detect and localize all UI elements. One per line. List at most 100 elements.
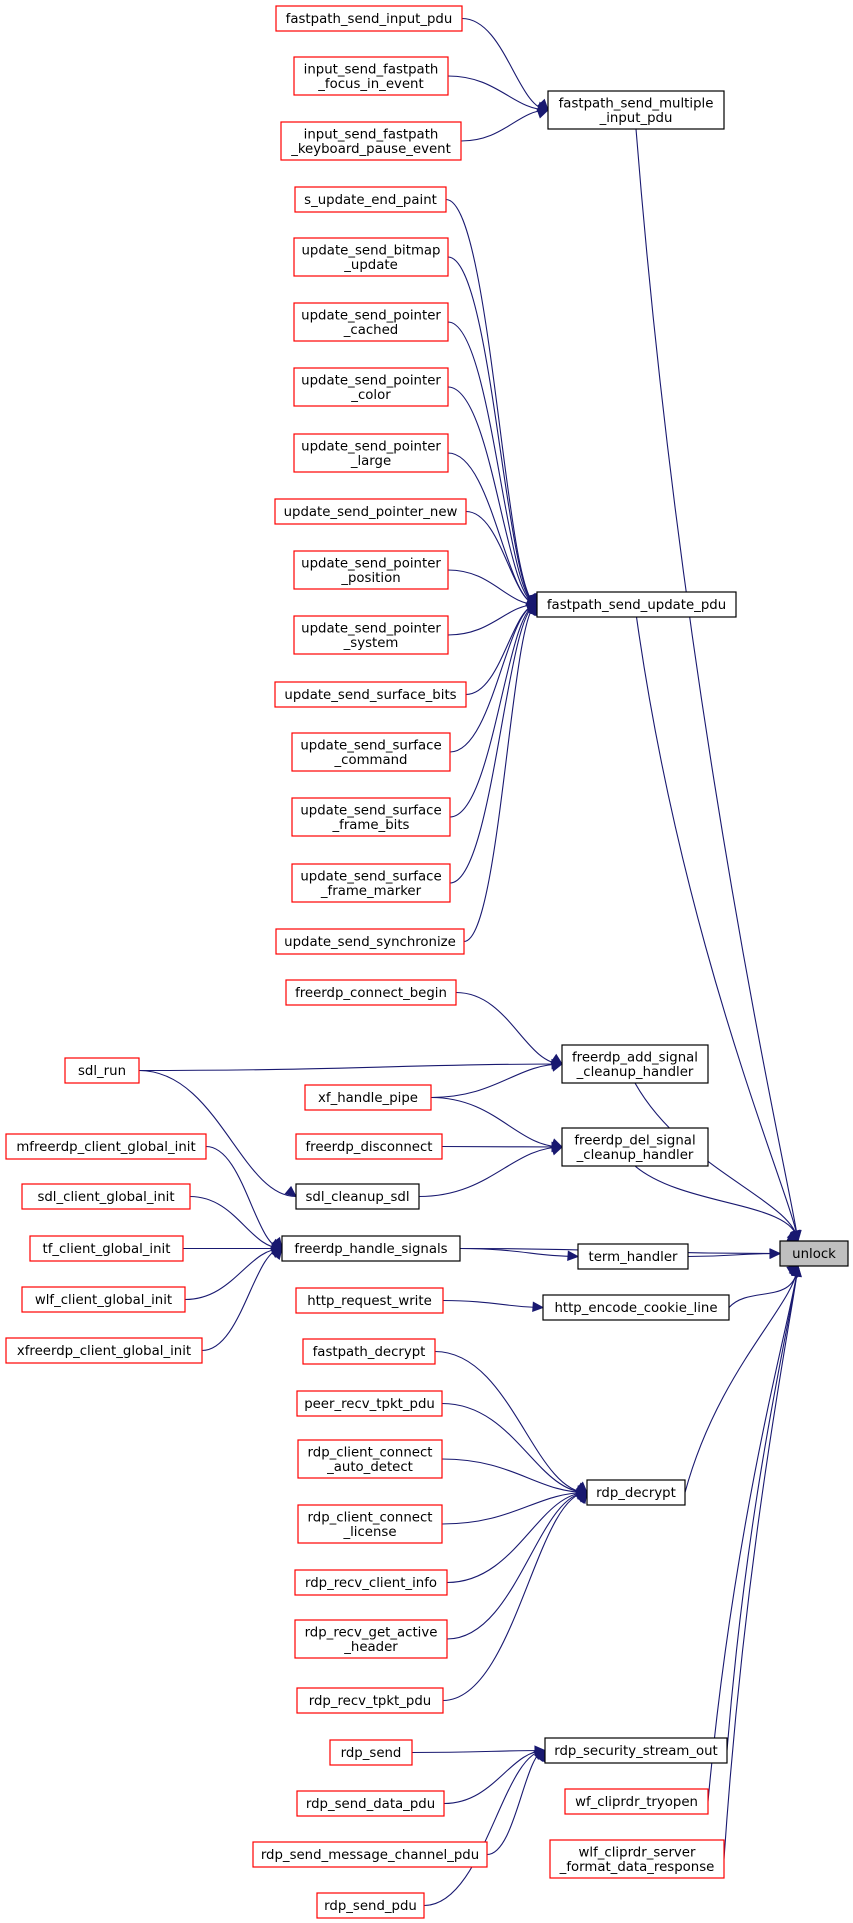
node-label: rdp_decrypt	[596, 1486, 676, 1501]
edge-line	[446, 1491, 588, 1640]
node-xf-handle-pipe[interactable]: xf_handle_pipe	[304, 1084, 432, 1111]
node-sdl-run[interactable]: sdl_run	[64, 1057, 140, 1084]
edge-line	[726, 1265, 799, 1751]
node-freerdp-del-signal-cleanup-handler[interactable]: freerdp_del_signal_cleanup_handler	[561, 1127, 709, 1167]
node-rdp-recv-get-active-header[interactable]: rdp_recv_get_active_header	[294, 1619, 448, 1659]
arrowhead	[271, 1247, 283, 1261]
node-rdp-send-pdu[interactable]: rdp_send_pdu	[316, 1892, 425, 1919]
edge-line	[184, 1247, 283, 1301]
node-freerdp-add-signal-cleanup-handler[interactable]: freerdp_add_signal_cleanup_handler	[561, 1044, 709, 1084]
node-s-update-end-paint[interactable]: s_update_end_paint	[294, 186, 447, 213]
node-label: update_send_bitmap	[301, 243, 440, 258]
node-term-handler[interactable]: term_handler	[577, 1243, 689, 1270]
edge-term_handler-to-unlock	[687, 1248, 782, 1260]
node-input-send-fastpath-keyboard-pause-event[interactable]: input_send_fastpath_keyboard_pause_event	[280, 121, 462, 161]
node-fastpath-send-multiple-input-pdu[interactable]: fastpath_send_multiple_input_pdu	[547, 90, 725, 130]
node-rdp-send-message-channel-pdu[interactable]: rdp_send_message_channel_pdu	[252, 1841, 488, 1868]
node-box	[316, 1892, 425, 1919]
node-box	[561, 1044, 709, 1084]
edge-rdp_recv_get_active_header-to-rdp_decrypt	[446, 1491, 588, 1640]
edge-line	[449, 603, 538, 884]
edge-sdl_run-to-freerdp_add_signal_cleanup_handler	[138, 1058, 564, 1072]
node-label: input_send_fastpath	[304, 127, 439, 142]
node-label: sdl_cleanup_sdl	[305, 1190, 409, 1205]
node-label: update_send_surface	[300, 869, 441, 884]
node-xfreerdp-client-global-init[interactable]: xfreerdp_client_global_init	[5, 1337, 203, 1364]
node-peer-recv-tpkt-pdu[interactable]: peer_recv_tpkt_pdu	[296, 1390, 443, 1417]
edge-wf_cliprdr_tryopen-to-unlock	[707, 1264, 802, 1802]
node-update-send-surface-command[interactable]: update_send_surface_command	[291, 732, 451, 772]
node-update-send-pointer-new[interactable]: update_send_pointer_new	[274, 498, 467, 525]
edge-line	[447, 386, 538, 606]
node-input-send-fastpath-focus-in-event[interactable]: input_send_fastpath_focus_in_event	[293, 56, 449, 96]
edge-line	[634, 1165, 799, 1242]
node-rdp-client-connect-license[interactable]: rdp_client_connect_license	[297, 1504, 443, 1544]
node-mfreerdp-client-global-init[interactable]: mfreerdp_client_global_init	[5, 1133, 207, 1160]
node-rdp-decrypt[interactable]: rdp_decrypt	[586, 1479, 686, 1506]
node-label: update_send_pointer	[301, 556, 441, 571]
node-fastpath-decrypt[interactable]: fastpath_decrypt	[302, 1338, 436, 1365]
edge-http_request_write-to-http_encode_cookie_line	[442, 1299, 545, 1313]
node-box	[293, 302, 449, 342]
node-wlf-cliprdr-server-format-data-response[interactable]: wlf_cliprdr_server_format_data_response	[549, 1839, 725, 1879]
node-unlock[interactable]: unlock	[779, 1240, 849, 1267]
node-box	[295, 1133, 443, 1160]
node-update-send-bitmap-update[interactable]: update_send_bitmap_update	[293, 237, 449, 277]
node-update-send-surface-frame-marker[interactable]: update_send_surface_frame_marker	[291, 863, 451, 903]
node-box	[294, 186, 447, 213]
node-label: freerdp_disconnect	[305, 1140, 432, 1155]
edge-line	[687, 1252, 781, 1258]
edge-freerdp_del_signal_cleanup_handler-to-unlock	[634, 1165, 800, 1242]
node-http-encode-cookie-line[interactable]: http_encode_cookie_line	[542, 1294, 730, 1321]
node-update-send-surface-bits[interactable]: update_send_surface_bits	[274, 681, 467, 708]
node-label: sdl_run	[78, 1064, 126, 1079]
node-fastpath-send-input-pdu[interactable]: fastpath_send_input_pdu	[275, 5, 463, 32]
edge-rdp_send_pdu-to-rdp_security_stream_out	[423, 1749, 546, 1907]
node-rdp-security-stream-out[interactable]: rdp_security_stream_out	[544, 1737, 728, 1764]
edge-line	[447, 75, 549, 111]
node-wlf-client-global-init[interactable]: wlf_client_global_init	[21, 1286, 186, 1313]
node-update-send-surface-frame-bits[interactable]: update_send_surface_frame_bits	[291, 797, 451, 837]
node-label: unlock	[792, 1247, 836, 1262]
edge-line	[461, 17, 549, 111]
node-rdp-recv-tpkt-pdu[interactable]: rdp_recv_tpkt_pdu	[296, 1687, 444, 1714]
node-wf-cliprdr-tryopen[interactable]: wf_cliprdr_tryopen	[564, 1788, 709, 1815]
node-rdp-send-data-pdu[interactable]: rdp_send_data_pdu	[296, 1790, 445, 1817]
nodes: unlockfastpath_send_multiple_input_pdufa…	[5, 5, 849, 1919]
node-box	[304, 1084, 432, 1111]
node-update-send-synchronize[interactable]: update_send_synchronize	[275, 928, 465, 955]
node-label: wlf_client_global_init	[35, 1293, 172, 1308]
node-box	[549, 1839, 725, 1879]
node-tf-client-global-init[interactable]: tf_client_global_init	[29, 1235, 184, 1262]
node-box	[297, 1504, 443, 1544]
edge-rdp_send_message_channel_pdu-to-rdp_security_stream_out	[486, 1749, 546, 1856]
node-freerdp-connect-begin[interactable]: freerdp_connect_begin	[285, 979, 457, 1006]
edge-update_send_surface_bits-to-fastpath_send_update_pdu	[465, 603, 538, 696]
edge-line	[449, 603, 538, 753]
node-label: freerdp_del_signal	[574, 1133, 695, 1148]
node-update-send-pointer-large[interactable]: update_send_pointer_large	[293, 433, 449, 473]
edge-xfreerdp_client_global_init-to-freerdp_handle_signals	[201, 1247, 283, 1352]
arrowhead	[550, 1145, 564, 1156]
node-rdp-send[interactable]: rdp_send	[329, 1739, 413, 1766]
node-freerdp-handle-signals[interactable]: freerdp_handle_signals	[281, 1235, 461, 1262]
node-rdp-recv-client-info[interactable]: rdp_recv_client_info	[294, 1569, 448, 1596]
node-label: freerdp_connect_begin	[295, 986, 447, 1001]
node-label: freerdp_add_signal	[572, 1050, 698, 1065]
node-sdl-cleanup-sdl[interactable]: sdl_cleanup_sdl	[295, 1183, 420, 1210]
node-update-send-pointer-color[interactable]: update_send_pointer_color	[293, 367, 449, 407]
node-update-send-pointer-system[interactable]: update_send_pointer_system	[293, 615, 449, 655]
edge-line	[635, 616, 799, 1242]
node-freerdp-disconnect[interactable]: freerdp_disconnect	[295, 1133, 443, 1160]
node-http-request-write[interactable]: http_request_write	[295, 1287, 444, 1314]
edge-freerdp_handle_signals-to-term_handler	[459, 1247, 580, 1262]
node-rdp-client-connect-auto-detect[interactable]: rdp_client_connect_auto_detect	[297, 1439, 443, 1479]
node-box	[586, 1479, 686, 1506]
node-box	[275, 5, 463, 32]
node-sdl-client-global-init[interactable]: sdl_client_global_init	[21, 1183, 191, 1210]
node-fastpath-send-update-pdu[interactable]: fastpath_send_update_pdu	[536, 591, 737, 618]
edge-line	[411, 1749, 546, 1754]
node-update-send-pointer-cached[interactable]: update_send_pointer_cached	[293, 302, 449, 342]
node-update-send-pointer-position[interactable]: update_send_pointer_position	[293, 550, 449, 590]
node-box	[21, 1286, 186, 1313]
